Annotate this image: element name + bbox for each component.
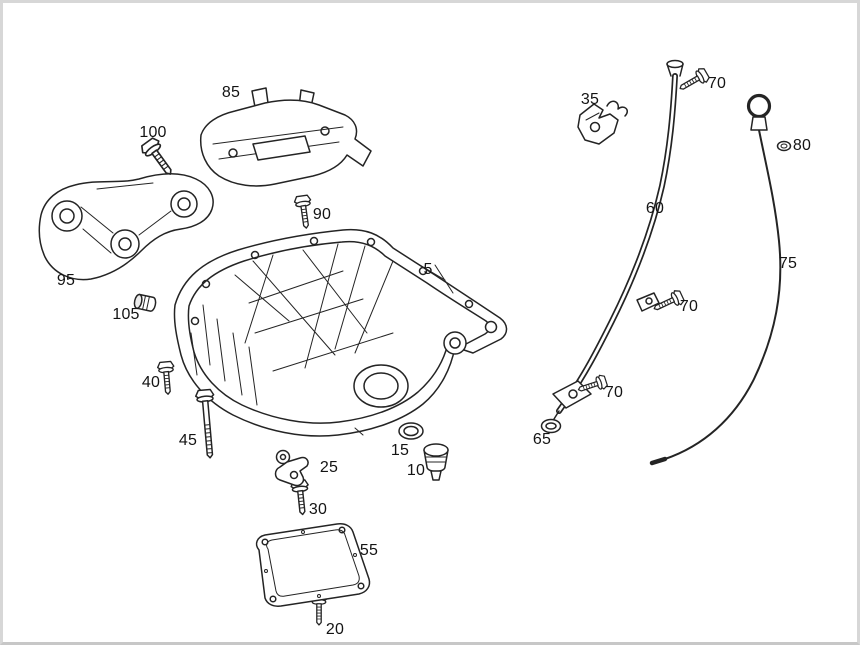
callout-105: 105 (112, 306, 140, 323)
callout-5: 5 (423, 261, 433, 278)
callout-100: 100 (139, 124, 167, 141)
seal-80-drawing (776, 140, 792, 152)
diagram-canvas (38, 59, 792, 626)
dipstick-75-drawing (649, 93, 782, 466)
callout-10: 10 (406, 462, 426, 479)
callout-90: 90 (312, 206, 332, 223)
callout-70-mid: 70 (679, 298, 699, 315)
callout-55: 55 (359, 542, 379, 559)
guide-tube-60-drawing (552, 59, 684, 420)
oil-pan-drawing (173, 228, 508, 437)
seal-ring-15-drawing (398, 422, 424, 440)
o-ring-65-drawing (540, 418, 562, 434)
gasket-55-drawing (255, 523, 371, 607)
callout-70-top: 70 (707, 75, 727, 92)
callout-25: 25 (319, 459, 339, 476)
callout-45: 45 (178, 432, 198, 449)
drain-plug-10-drawing (423, 443, 449, 481)
callout-15: 15 (390, 442, 410, 459)
nozzle-25-drawing (274, 449, 309, 487)
callout-95: 95 (56, 272, 76, 289)
callout-20: 20 (325, 621, 345, 638)
callout-75: 75 (778, 255, 798, 272)
callout-65: 65 (532, 431, 552, 448)
baffle-plate-85-drawing (199, 87, 372, 187)
callout-70-lower: 70 (604, 384, 624, 401)
bolt-90-drawing (293, 194, 316, 230)
callout-85: 85 (221, 84, 241, 101)
callout-30: 30 (308, 501, 328, 518)
callout-60: 60 (645, 200, 665, 217)
callout-40: 40 (141, 374, 161, 391)
plug-105-drawing (133, 293, 157, 312)
callout-35: 35 (580, 91, 600, 108)
callout-80: 80 (792, 137, 812, 154)
holder-bracket-35-drawing (577, 100, 629, 145)
support-bracket-95-drawing (38, 173, 214, 281)
